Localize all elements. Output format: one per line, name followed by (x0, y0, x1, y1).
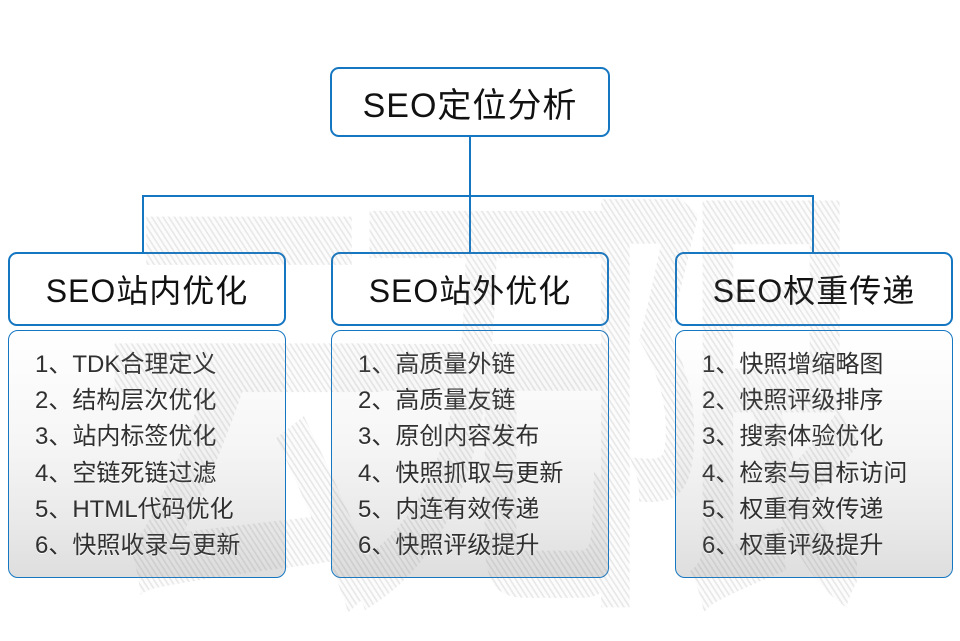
list-item: 2、快照评级排序 (702, 387, 884, 415)
column-onsite-header: SEO站内优化 (8, 252, 286, 326)
list-item: 1、TDK合理定义 (35, 351, 217, 378)
list-item: 1、高质量外链 (358, 351, 516, 378)
list-item: 5、权重有效传递 (702, 495, 884, 523)
root-node-seo-positioning: SEO定位分析 (330, 67, 610, 137)
list-item: 4、空链死链过滤 (35, 459, 217, 487)
list-item: 2、高质量友链 (358, 387, 516, 415)
connector-left-drop (142, 195, 144, 253)
list-item: 2、结构层次优化 (35, 387, 217, 415)
column-onsite-list: 1、TDK合理定义 2、结构层次优化 3、站内标签优化 4、空链死链过滤 5、H… (8, 330, 286, 578)
root-node-title: SEO定位分析 (362, 86, 578, 125)
column-weight-header: SEO权重传递 (675, 252, 953, 326)
list-item: 6、快照评级提升 (358, 531, 540, 559)
column-offsite-list: 1、高质量外链 2、高质量友链 3、原创内容发布 4、快照抓取与更新 5、内连有… (331, 330, 609, 578)
list-item: 5、HTML代码优化 (35, 495, 234, 523)
column-offsite-header: SEO站外优化 (331, 252, 609, 326)
list-item: 3、站内标签优化 (35, 423, 217, 451)
column-onsite-title: SEO站内优化 (45, 273, 249, 309)
connector-horizontal-rail (142, 195, 814, 197)
list-item: 6、快照收录与更新 (35, 531, 241, 559)
column-offsite-title: SEO站外优化 (368, 273, 572, 309)
column-weight-title: SEO权重传递 (712, 273, 916, 309)
connector-root-vertical (469, 136, 471, 196)
connector-middle-drop (469, 195, 471, 253)
list-item: 3、原创内容发布 (358, 423, 540, 451)
list-item: 3、搜索体验优化 (702, 423, 884, 451)
column-weight-list: 1、快照增缩略图 2、快照评级排序 3、搜索体验优化 4、检索与目标访问 5、权… (675, 330, 953, 578)
list-item: 1、快照增缩略图 (702, 351, 884, 378)
list-item: 6、权重评级提升 (702, 531, 884, 559)
list-item: 5、内连有效传递 (358, 495, 540, 523)
connector-right-drop (812, 195, 814, 253)
list-item: 4、检索与目标访问 (702, 459, 908, 487)
list-item: 4、快照抓取与更新 (358, 459, 564, 487)
